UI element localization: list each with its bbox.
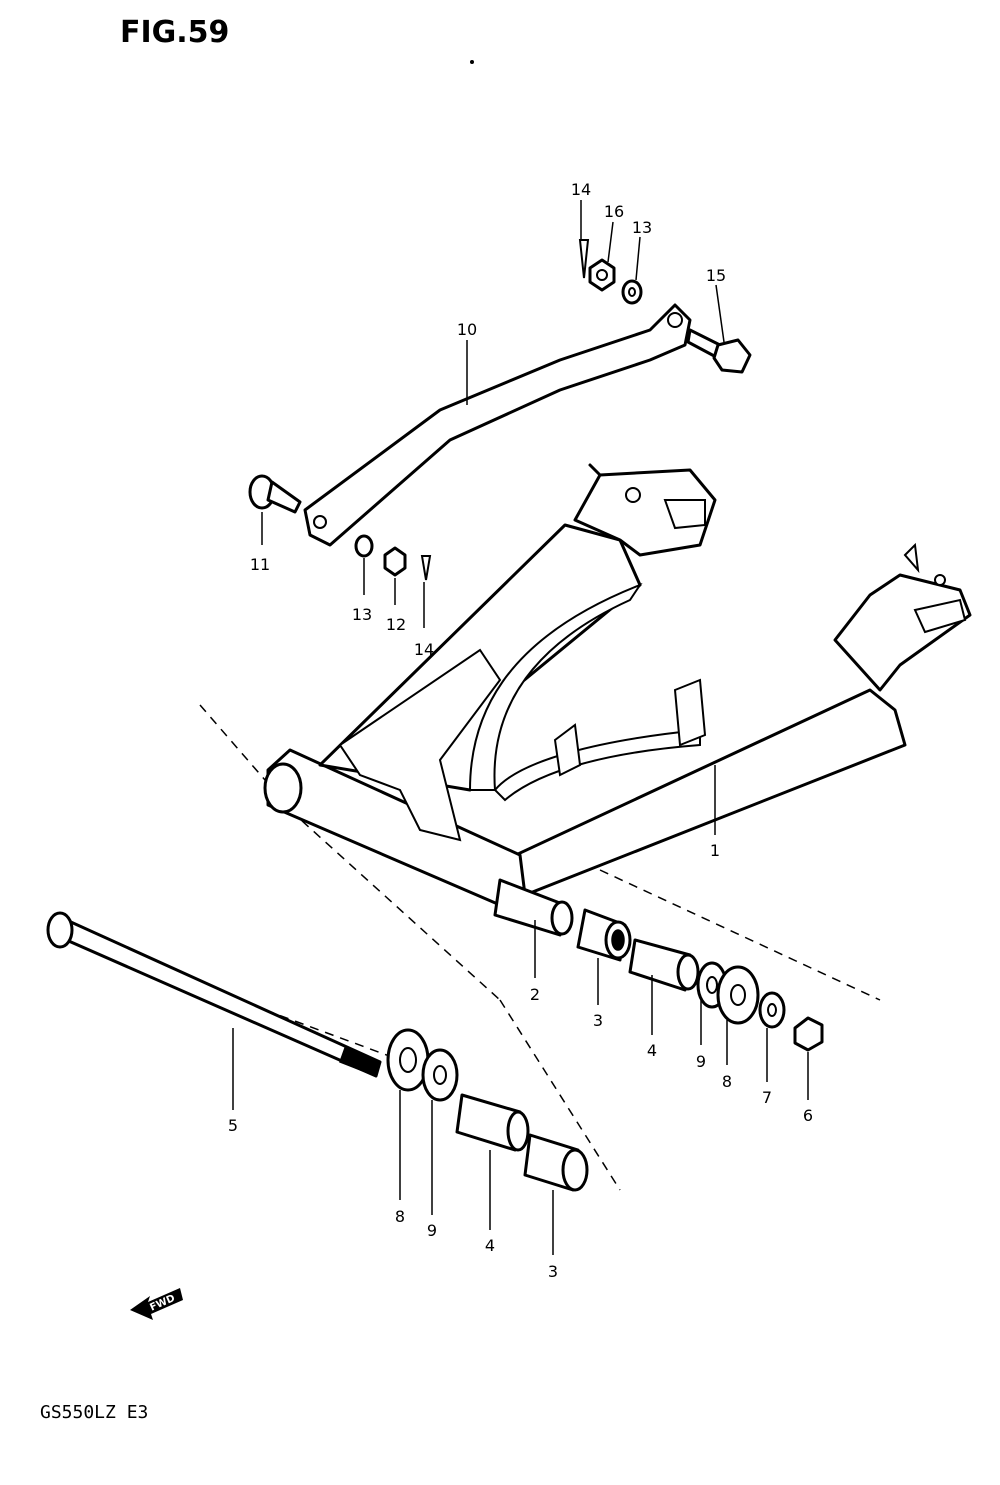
callout-4-lower: 4 [485, 1236, 495, 1255]
callout-2: 2 [530, 985, 540, 1004]
callout-6: 6 [803, 1106, 813, 1125]
callout-5: 5 [228, 1116, 238, 1135]
callout-3-lower: 3 [548, 1262, 558, 1281]
callout-14-bottom: 14 [414, 640, 434, 659]
callout-8-upper: 8 [722, 1072, 732, 1091]
bolt-11 [248, 474, 302, 514]
fwd-arrow-icon: FWD [130, 1288, 183, 1320]
callout-leader-lines [232, 200, 809, 1255]
callout-14-top: 14 [571, 180, 591, 199]
callout-9-upper: 9 [696, 1052, 706, 1071]
callout-1: 1 [710, 841, 720, 860]
washer-13-bottom [354, 534, 374, 558]
seal-8-lower [386, 1028, 430, 1092]
callout-4-upper: 4 [647, 1041, 657, 1060]
callout-12: 12 [386, 615, 406, 634]
model-code: GS550LZ E3 [40, 1402, 148, 1423]
bolt-15 [686, 328, 752, 374]
washer-13-top [621, 279, 643, 305]
nut-16 [588, 258, 616, 292]
assembly-axis-lines [129, 704, 881, 1191]
callout-11: 11 [250, 555, 270, 574]
callout-9-lower: 9 [427, 1221, 437, 1240]
nut-12 [383, 546, 407, 577]
callout-13-top: 13 [632, 218, 652, 237]
callout-7: 7 [762, 1088, 772, 1107]
figure-title: FIG.59 [120, 15, 229, 50]
callout-15: 15 [706, 266, 726, 285]
swingarm [263, 463, 972, 907]
callout-3-upper: 3 [593, 1011, 603, 1030]
washer-9-lower [421, 1048, 459, 1102]
bearing-3-lower [523, 1133, 589, 1192]
callout-8-lower: 8 [395, 1207, 405, 1226]
cotter-pin-bottom [420, 555, 432, 581]
callout-16: 16 [604, 202, 624, 221]
callout-10: 10 [457, 320, 477, 339]
callout-labels: 14 16 13 15 10 11 13 12 14 1 2 3 4 9 8 7… [228, 180, 813, 1281]
cotter-pin-top [578, 239, 590, 279]
washer-7 [758, 991, 786, 1029]
stray-dot [470, 60, 474, 64]
bearing-3-upper [576, 908, 632, 962]
nut-6 [793, 1016, 824, 1052]
torque-link [303, 303, 692, 547]
spacer-4-lower [455, 1093, 530, 1152]
callout-13-bottom: 13 [352, 605, 372, 624]
pivot-bolt-5 [46, 911, 382, 1078]
spacer-2 [493, 878, 574, 937]
spacer-4-upper [628, 938, 700, 992]
seal-8-upper [716, 965, 760, 1025]
